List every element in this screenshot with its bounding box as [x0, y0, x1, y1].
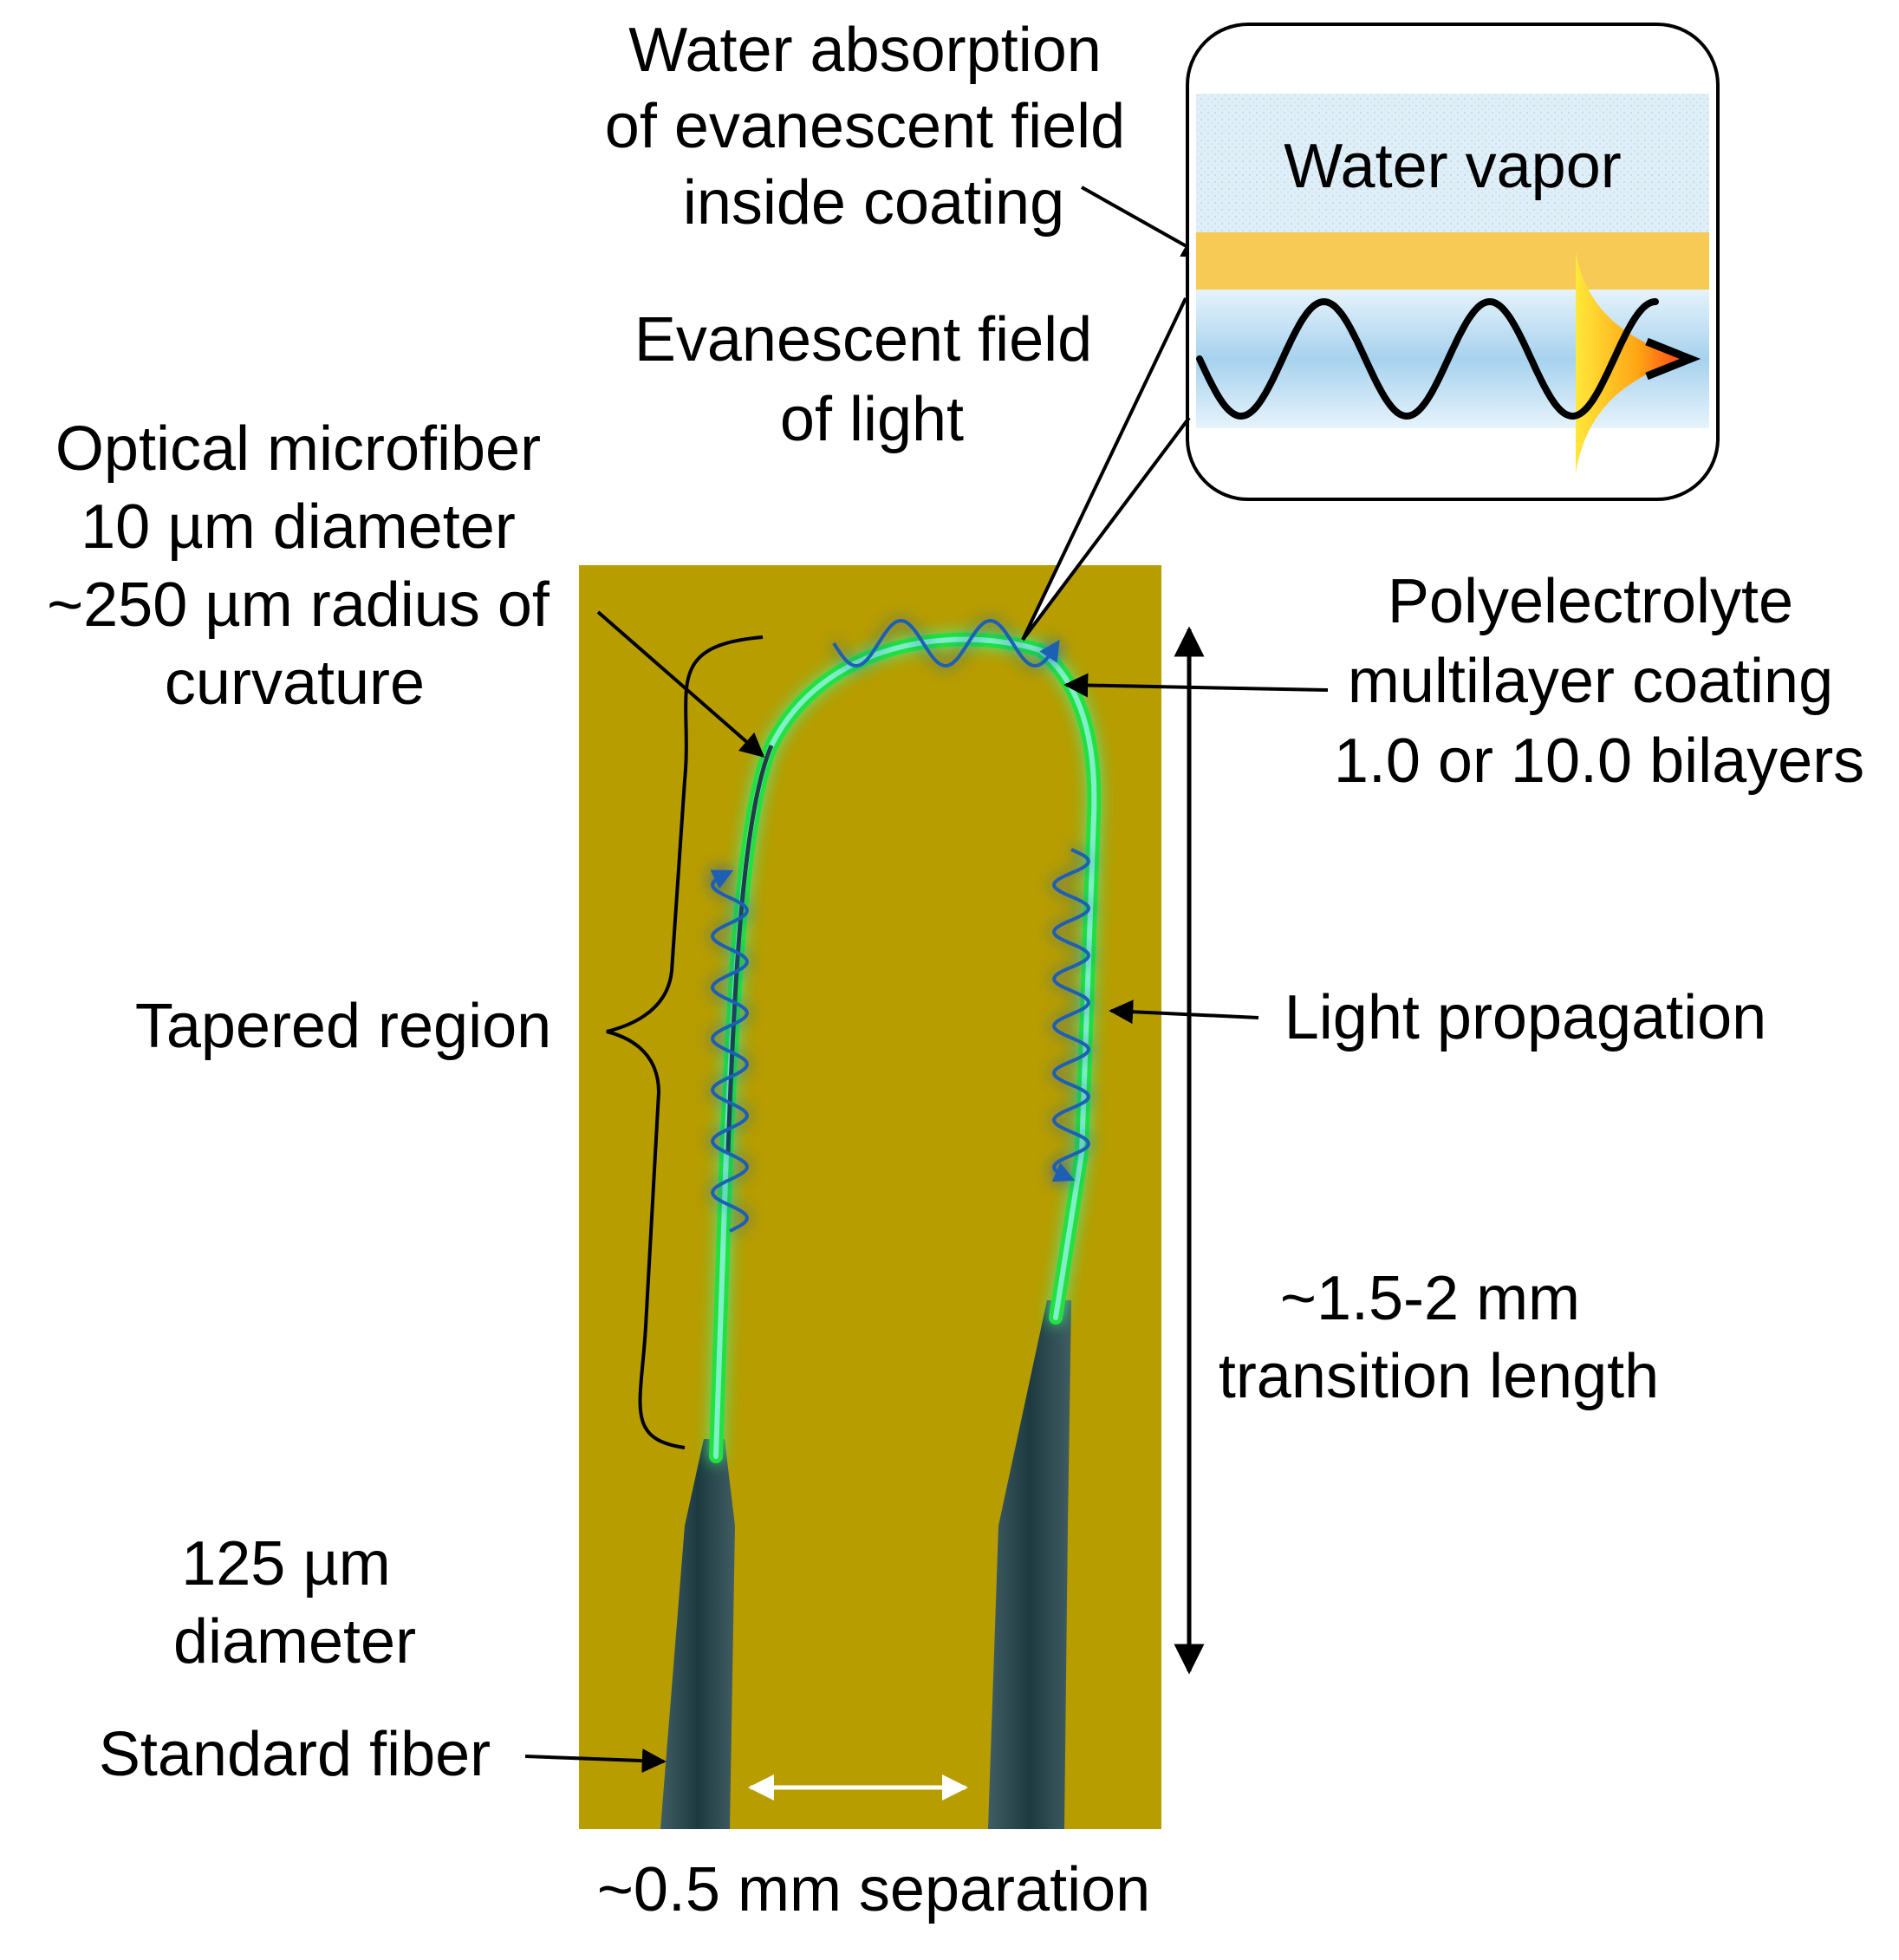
coating-layer	[1196, 232, 1709, 290]
evanescent-field-profile	[1576, 251, 1688, 473]
light-wave-left	[710, 869, 750, 1233]
standard-fiber-pointer	[524, 1748, 667, 1774]
inset-wave-arrowhead	[1645, 337, 1701, 381]
tapered-region-brace	[606, 635, 764, 1449]
tapered-region-label: Tapered region	[135, 992, 551, 1061]
evanescent-field-label: Evanescent field of light	[634, 305, 1109, 454]
polyelectrolyte-label: Polyelectrolyte multilayer coating 1.0 o…	[1334, 567, 1864, 796]
light-wave-top	[832, 618, 1060, 668]
standard-fiber-right	[988, 1300, 1071, 1829]
water-vapor-label: Water vapor	[1284, 132, 1621, 201]
inset-callout: Water vapor	[1021, 23, 1720, 641]
separation-label: ~0.5 mm separation	[597, 1855, 1150, 1924]
coating-pointer	[1063, 673, 1329, 698]
diameter-125-label: 125 µm diameter	[173, 1529, 416, 1677]
inset-light-wave	[1196, 297, 1659, 420]
light-propagation-pointer	[1109, 1000, 1259, 1025]
standard-fiber-label: Standard fiber	[99, 1720, 491, 1789]
water-absorption-label: Water absorption of evanescent field ins…	[605, 16, 1142, 238]
transition-length-label: ~1.5-2 mm transition length	[1219, 1264, 1659, 1411]
optical-microfiber-label: Optical microfiber 10 µm diameter ~250 µ…	[47, 414, 567, 718]
light-wave-right	[1051, 848, 1091, 1182]
microfiber-pointer	[596, 610, 765, 758]
water-vapor-region	[1196, 94, 1709, 232]
coating-absorption-pointer	[1081, 186, 1207, 258]
standard-fiber-left	[660, 1439, 735, 1829]
light-propagation-label: Light propagation	[1284, 983, 1766, 1052]
